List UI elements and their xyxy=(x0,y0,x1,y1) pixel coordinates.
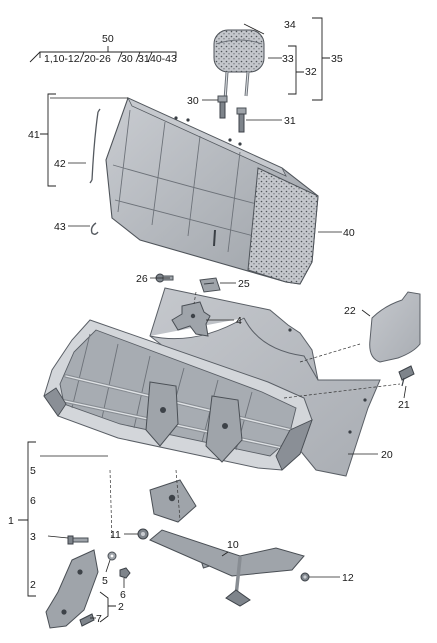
wire-42 xyxy=(89,108,101,184)
callout-20: 20 xyxy=(381,449,393,461)
callout-12: 12 xyxy=(342,572,354,584)
callout-4: 4 xyxy=(236,315,242,327)
pin-7 xyxy=(79,613,95,627)
clip-21 xyxy=(398,365,415,387)
callout-41: 41 xyxy=(28,129,40,141)
panel-22 xyxy=(369,291,421,363)
backrest-cushion xyxy=(105,97,319,285)
callout-42: 42 xyxy=(54,158,66,170)
callout-25: 25 xyxy=(238,278,250,290)
callout-2-b: 2 xyxy=(118,601,124,613)
callout-31: 31 xyxy=(284,115,296,127)
callout-5-a: 5 xyxy=(30,465,36,477)
callout-34: 34 xyxy=(284,19,296,31)
callout-labels: 50 1,10-12 20-26 30 31 40-43 34 33 32 35… xyxy=(8,19,410,625)
brace-50 xyxy=(29,46,177,63)
group-50-item-3: 30 xyxy=(121,53,133,65)
callout-6-a: 6 xyxy=(30,495,36,507)
brace-32 xyxy=(288,45,304,95)
group-50-item-1: 1,10-12 xyxy=(44,53,80,65)
callout-2-a: 2 xyxy=(30,579,36,591)
callout-3: 3 xyxy=(30,531,36,543)
headrest-guide-30 xyxy=(217,95,228,119)
brace-41 xyxy=(40,93,56,187)
clip-43 xyxy=(90,222,99,235)
callout-6-b: 6 xyxy=(120,589,126,601)
callout-40: 40 xyxy=(343,227,355,239)
leader-lines xyxy=(40,23,407,619)
callout-5-b: 5 xyxy=(102,575,108,587)
callout-1: 1 xyxy=(8,515,14,527)
callout-21: 21 xyxy=(398,399,410,411)
brace-35 xyxy=(312,17,330,101)
hinge-bracket-right xyxy=(205,395,243,463)
callout-43: 43 xyxy=(54,221,66,233)
washer-5 xyxy=(107,551,117,561)
callout-22: 22 xyxy=(344,305,356,317)
brace-2 xyxy=(99,591,116,623)
clip-25 xyxy=(199,277,221,293)
callout-50: 50 xyxy=(102,33,114,45)
hinge-lower xyxy=(149,479,197,523)
headrest xyxy=(213,29,265,101)
hinge-plate-2 xyxy=(45,549,99,629)
group-50-item-2: 20-26 xyxy=(84,53,111,65)
screw-11 xyxy=(137,528,149,540)
callout-26: 26 xyxy=(136,273,148,285)
callout-35: 35 xyxy=(331,53,343,65)
bracket-4 xyxy=(171,301,211,337)
callout-30: 30 xyxy=(187,95,199,107)
callout-10: 10 xyxy=(227,539,239,551)
group-50-item-4: 31 xyxy=(138,53,150,65)
callout-7: 7 xyxy=(96,613,102,625)
group-50-item-5: 40-43 xyxy=(150,53,177,65)
hinge-bracket-left xyxy=(145,381,179,447)
callout-33: 33 xyxy=(282,53,294,65)
screw-3 xyxy=(67,535,89,545)
brace-1 xyxy=(18,441,36,597)
callout-32: 32 xyxy=(305,66,317,78)
headrest-guide-31 xyxy=(236,107,247,133)
screw-12 xyxy=(300,572,310,582)
callout-11: 11 xyxy=(110,529,121,541)
nut-6 xyxy=(119,567,131,579)
